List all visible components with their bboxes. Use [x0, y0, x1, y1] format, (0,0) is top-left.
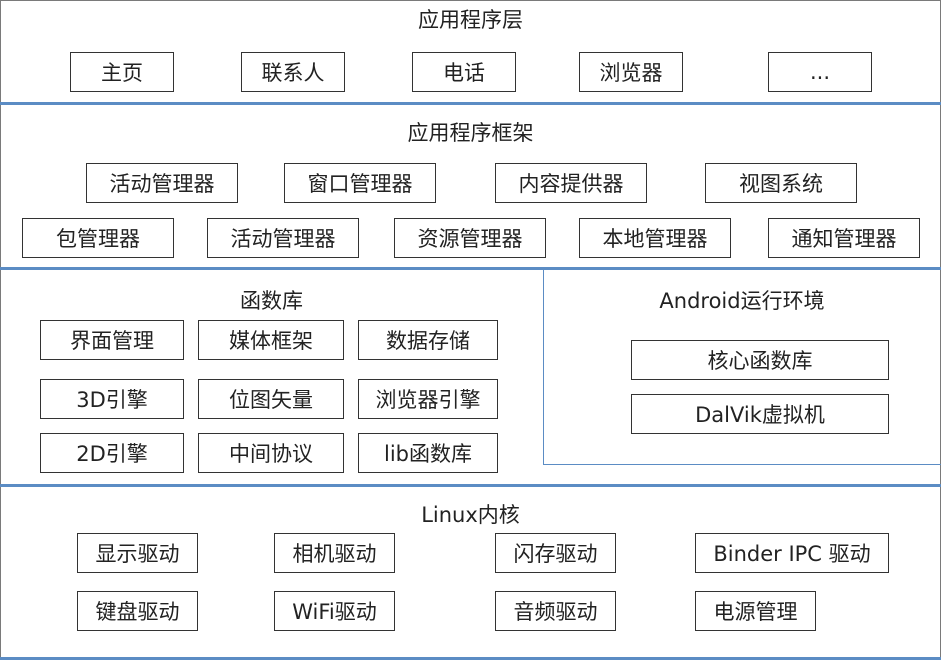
- kernel-camera-driver: 相机驱动: [274, 533, 395, 573]
- lib-3d-engine: 3D引擎: [40, 379, 184, 419]
- framework-activity-manager: 活动管理器: [86, 163, 238, 203]
- app-more: ...: [768, 52, 872, 92]
- app-contacts: 联系人: [241, 52, 345, 92]
- kernel-power-management: 电源管理: [695, 591, 816, 631]
- lib-browser-engine: 浏览器引擎: [358, 379, 498, 419]
- framework-package-manager: 包管理器: [22, 218, 174, 258]
- framework-content-provider: 内容提供器: [495, 163, 647, 203]
- lib-2d-engine: 2D引擎: [40, 433, 184, 473]
- separator-bottom: [0, 657, 941, 660]
- framework-view-system: 视图系统: [705, 163, 857, 203]
- framework-activity-manager-2: 活动管理器: [207, 218, 359, 258]
- framework-window-manager: 窗口管理器: [284, 163, 436, 203]
- lib-middleware-protocol: 中间协议: [198, 433, 344, 473]
- lib-data-storage: 数据存储: [358, 320, 498, 360]
- linux-kernel-title: Linux内核: [421, 503, 520, 527]
- app-home: 主页: [70, 52, 174, 92]
- framework-resource-manager: 资源管理器: [394, 218, 546, 258]
- kernel-display-driver: 显示驱动: [77, 533, 198, 573]
- kernel-binder-ipc-driver: Binder IPC 驱动: [695, 533, 889, 573]
- runtime-dalvik-vm: DalVik虚拟机: [631, 394, 889, 434]
- separator-framework-libraries: [0, 267, 941, 270]
- android-runtime-title: Android运行环境: [659, 289, 825, 313]
- framework-layer-title: 应用程序框架: [407, 121, 534, 145]
- kernel-wifi-driver: WiFi驱动: [274, 591, 395, 631]
- application-layer-title: 应用程序层: [418, 8, 523, 32]
- lib-ui-management: 界面管理: [40, 320, 184, 360]
- separator-runtime-bottom: [543, 464, 941, 465]
- separator-libraries-kernel: [0, 484, 941, 487]
- runtime-core-libraries: 核心函数库: [631, 340, 889, 380]
- framework-notification-manager: 通知管理器: [768, 218, 920, 258]
- lib-bitmap-vector: 位图矢量: [198, 379, 344, 419]
- kernel-keyboard-driver: 键盘驱动: [77, 591, 198, 631]
- framework-local-manager: 本地管理器: [579, 218, 731, 258]
- lib-lib-functions: lib函数库: [358, 433, 498, 473]
- separator-app-framework: [0, 102, 941, 105]
- separator-libraries-runtime: [543, 269, 544, 465]
- app-browser: 浏览器: [579, 52, 683, 92]
- libraries-title: 函数库: [240, 289, 303, 313]
- kernel-audio-driver: 音频驱动: [495, 591, 616, 631]
- lib-media-framework: 媒体框架: [198, 320, 344, 360]
- app-phone: 电话: [412, 52, 516, 92]
- kernel-flash-driver: 闪存驱动: [495, 533, 616, 573]
